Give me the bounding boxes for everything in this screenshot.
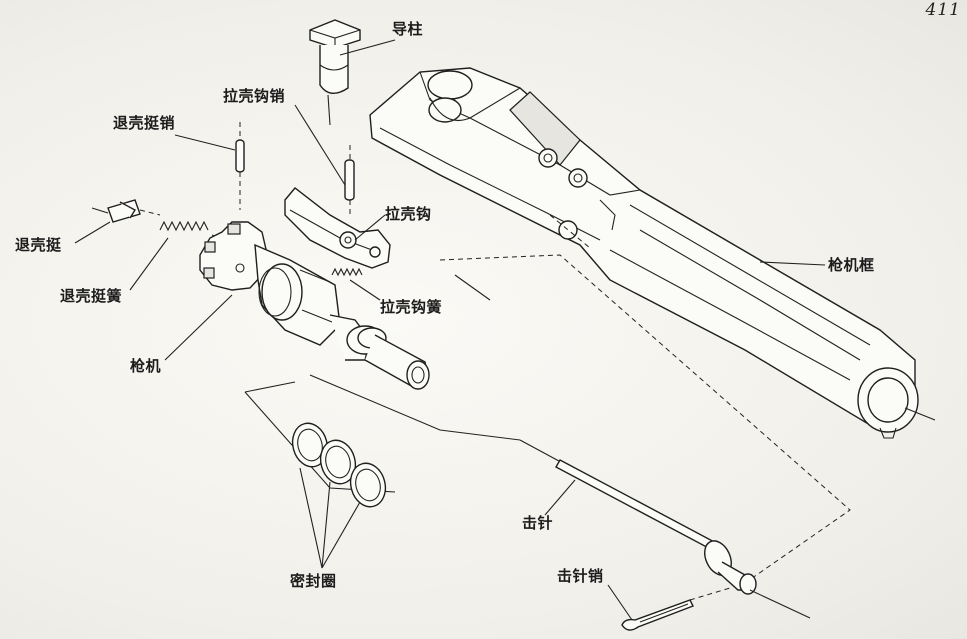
ejector-pin-leader: [174, 134, 236, 151]
retainer-dash: [689, 587, 731, 601]
carrier-dash-link: [439, 254, 851, 591]
label-guide-pin: 导柱: [392, 20, 424, 38]
firing-pin-leader: [544, 479, 576, 516]
dash-stub: [454, 274, 491, 301]
label-seal-rings: 密封圈: [290, 572, 337, 590]
ejector-leader: [74, 221, 111, 244]
label-firing-pin: 击针: [522, 514, 554, 532]
bolt-carrier-leader: [759, 261, 826, 266]
ejector-part: [91, 199, 141, 223]
retainer-leader: [607, 584, 633, 621]
guide-pin-leader: [339, 39, 396, 56]
extractor-spring-part: [331, 267, 363, 277]
firing-pin-axis: [749, 589, 811, 619]
extractor-spring-leader: [349, 279, 381, 301]
label-bolt-carrier: 枪机框: [828, 256, 875, 274]
bolt-carrier-part: [369, 67, 936, 439]
guide-pin-part: [309, 19, 361, 94]
label-firing-pin-retainer: 击针销: [557, 567, 604, 585]
firing-pin-retainer-part: [621, 599, 694, 631]
ejector-spring-leader: [129, 237, 169, 291]
extractor-pin-leader: [294, 104, 346, 186]
extractor-leader: [354, 214, 386, 241]
label-extractor-pin: 拉壳钩销: [223, 87, 286, 105]
label-bolt: 枪机: [130, 357, 162, 375]
guide-pin-axis: [327, 94, 331, 126]
bolt-axis-line: [309, 374, 521, 441]
firing-pin-part: [519, 439, 757, 595]
seal-rings-leaders: [299, 467, 361, 569]
ejector-spring-part: [159, 220, 209, 232]
label-ejector: 退壳挺: [15, 236, 62, 254]
seal-rings-part: [291, 422, 387, 508]
bolt-leader: [164, 294, 233, 361]
ejector-pin-part: [235, 139, 245, 173]
page-number: 411: [925, 0, 961, 20]
bolt-part: [199, 221, 430, 390]
ejector-dash: [139, 209, 161, 216]
label-ejector-pin: 退壳挺销: [113, 114, 176, 132]
extractor-part: [284, 187, 391, 269]
label-ejector-spring: 退壳挺簧: [60, 287, 123, 305]
label-extractor-spring: 拉壳钩簧: [380, 298, 443, 316]
label-extractor: 拉壳钩: [385, 205, 432, 223]
extractor-pin-part: [344, 159, 355, 201]
